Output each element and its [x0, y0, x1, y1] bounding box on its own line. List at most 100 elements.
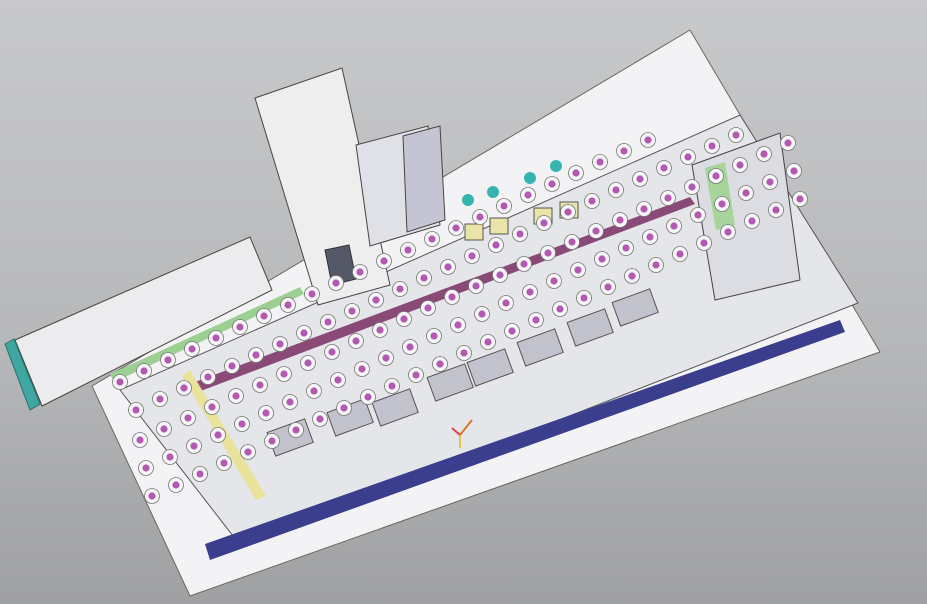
part-core [382, 354, 390, 362]
part-core [376, 326, 384, 334]
part-core [526, 288, 534, 296]
cylinder-head-2 [487, 186, 499, 198]
part-core [766, 178, 774, 186]
part-core [160, 425, 168, 433]
part-core [620, 147, 628, 155]
part-core [732, 131, 740, 139]
part-core [428, 235, 436, 243]
part-core [688, 183, 696, 191]
part-core [268, 437, 276, 445]
part-core [260, 312, 268, 320]
part-core [636, 175, 644, 183]
part-core [652, 261, 660, 269]
part-core [540, 219, 548, 227]
part-core [502, 299, 510, 307]
part-core [286, 398, 294, 406]
part-core [136, 436, 144, 444]
motor-body [324, 244, 357, 286]
part-core [262, 409, 270, 417]
part-core [724, 228, 732, 236]
part-core [340, 404, 348, 412]
part-core [172, 481, 180, 489]
part-core [436, 360, 444, 368]
left-rail-green [110, 287, 304, 382]
part-core [204, 373, 212, 381]
conveyor-end-teal[interactable] [4, 338, 41, 411]
part-core [676, 250, 684, 258]
part-core [156, 395, 164, 403]
part-core [454, 321, 462, 329]
yellow-block-1 [464, 223, 484, 241]
part-core [598, 255, 606, 263]
part-core [232, 392, 240, 400]
feeder-panel [402, 125, 446, 233]
part-core [448, 293, 456, 301]
part-core [550, 277, 558, 285]
part-core [142, 464, 150, 472]
part-core [580, 294, 588, 302]
part-core [334, 376, 342, 384]
part-core [256, 381, 264, 389]
part-core [220, 459, 228, 467]
part-core [718, 200, 726, 208]
part-core [694, 211, 702, 219]
part-core [588, 197, 596, 205]
part-core [308, 290, 316, 298]
part-core [184, 414, 192, 422]
part-core [616, 216, 624, 224]
part-core [524, 191, 532, 199]
part-core [228, 362, 236, 370]
part-core [468, 252, 476, 260]
part-core [796, 195, 804, 203]
part-core [252, 351, 260, 359]
part-core [460, 349, 468, 357]
part-core [592, 227, 600, 235]
part-core [484, 338, 492, 346]
part-core [358, 365, 366, 373]
part-core [116, 378, 124, 386]
part-core [736, 161, 744, 169]
clamp-row [266, 288, 659, 457]
part-core [188, 345, 196, 353]
part-core [424, 304, 432, 312]
part-core [712, 172, 720, 180]
part-core [516, 230, 524, 238]
part-core [660, 164, 668, 172]
part-core [492, 241, 500, 249]
part-core [670, 222, 678, 230]
part-core [784, 139, 792, 147]
part-core [556, 305, 564, 313]
part-core [496, 271, 504, 279]
part-core [708, 142, 716, 150]
part-core [400, 315, 408, 323]
part-core [748, 217, 756, 225]
conveyor-belt[interactable] [14, 236, 273, 407]
part-core [406, 343, 414, 351]
part-core [348, 307, 356, 315]
part-core [196, 470, 204, 478]
part-core [190, 442, 198, 450]
part-core [430, 332, 438, 340]
part-core [472, 282, 480, 290]
part-core [310, 387, 318, 395]
part-core [404, 246, 412, 254]
part-core [238, 420, 246, 428]
part-core [166, 453, 174, 461]
part-core [212, 334, 220, 342]
part-core [164, 356, 172, 364]
part-core [372, 296, 380, 304]
part-core [300, 329, 308, 337]
part-core [548, 180, 556, 188]
part-core [244, 448, 252, 456]
part-core [132, 406, 140, 414]
part-core [280, 370, 288, 378]
part-core [508, 327, 516, 335]
part-core [478, 310, 486, 318]
lower-rail [205, 320, 845, 560]
cylinder-head-3 [524, 172, 536, 184]
part-core [444, 263, 452, 271]
part-core [332, 279, 340, 287]
cylinder-head-1 [462, 194, 474, 206]
